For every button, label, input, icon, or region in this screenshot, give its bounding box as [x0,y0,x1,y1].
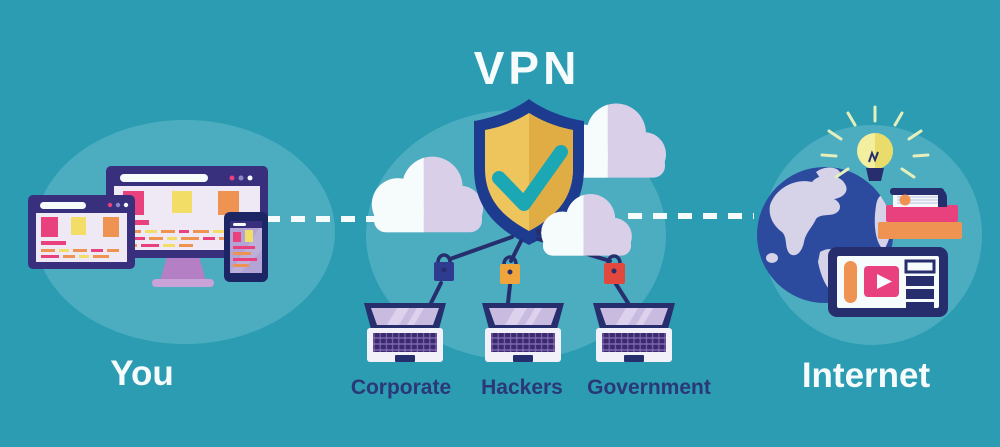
check-mark [492,145,568,211]
label-corporate: Corporate [351,376,451,399]
laptop-icon-government [593,303,675,362]
browser-address-bar [40,202,86,209]
tablet-icon [28,195,135,269]
phone-icon [224,212,268,282]
you-label: You [110,354,174,393]
padlock-icon-orange [500,255,520,284]
user-devices-illustration [28,166,268,287]
lightbulb-icon [820,105,930,181]
browser-window-dots [107,202,129,208]
shield-check-icon [474,99,584,245]
laptop-icon-hackers [482,303,564,362]
play-button [864,266,899,297]
padlock-icon-red [604,254,625,284]
label-hackers: Hackers [481,376,563,399]
monitor-icon [106,166,268,287]
internet-illustration [757,105,962,317]
vpn-protection-illustration: Corporate Hackers Government [351,99,711,399]
tablet-screen-content [41,217,119,258]
label-government: Government [587,376,711,399]
laptop-icon-corporate [364,303,446,362]
phone-screen-content [233,230,257,267]
padlock-icon-blue [434,253,454,281]
browser-window-dots [229,175,253,181]
lightbulb-rays [820,105,930,179]
playlist-items [904,259,936,309]
internet-label: Internet [802,356,931,395]
books-icon [878,188,962,239]
media-player-icon [828,247,948,317]
vpn-title: VPN [474,42,581,94]
browser-address-bar [120,174,208,182]
